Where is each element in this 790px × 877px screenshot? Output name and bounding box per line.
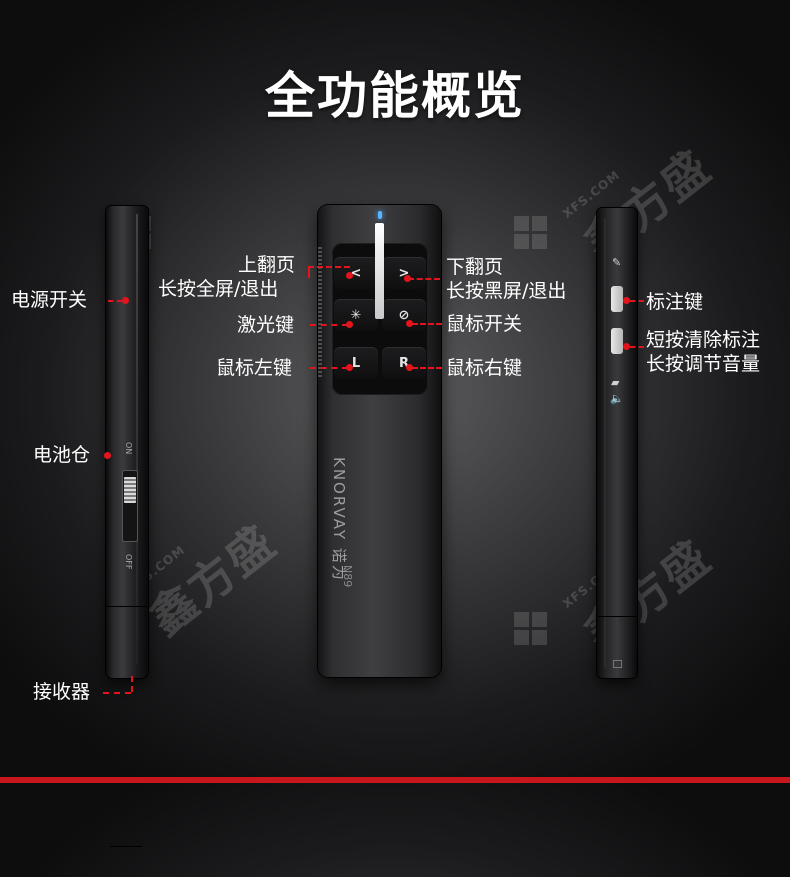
switch-on-text: ON xyxy=(124,442,133,455)
switch-knob[interactable] xyxy=(124,477,136,503)
marker-laser-key xyxy=(346,321,353,328)
battery-seam xyxy=(106,606,148,607)
watermark-left: XFS.COM 鑫方盛 xyxy=(125,496,288,648)
laser-icon: ✳ xyxy=(350,307,362,323)
page-down-key[interactable]: > xyxy=(382,257,426,289)
model-text: N89 xyxy=(341,565,354,588)
leader-clear xyxy=(630,346,644,348)
leader-power-switch xyxy=(108,300,122,302)
label-mouse-right: 鼠标右键 xyxy=(446,357,523,379)
label-page-down-1: 下翻页 xyxy=(446,256,504,278)
device-left-side: ON OFF xyxy=(106,206,148,847)
volume-icon: 🔈 xyxy=(610,392,624,405)
leader-mouse-left xyxy=(310,367,348,369)
label-page-up-2: 长按全屏/退出 xyxy=(158,278,279,300)
power-switch[interactable] xyxy=(122,470,138,542)
leader-page-up xyxy=(308,266,350,278)
mouse-left-key[interactable]: L xyxy=(334,347,378,379)
indicator-led xyxy=(378,211,382,219)
label-mouse-left: 鼠标左键 xyxy=(216,357,293,379)
leader-page-down xyxy=(408,278,440,280)
mouse-icon: ⊘ xyxy=(398,307,410,323)
side-rail xyxy=(604,218,606,668)
laser-key[interactable]: ✳ xyxy=(334,299,378,331)
leader-receiver-vertical xyxy=(131,676,133,692)
label-receiver: 接收器 xyxy=(33,681,91,703)
laser-window xyxy=(375,223,384,319)
label-mouse-switch: 鼠标开关 xyxy=(446,313,523,335)
bottom-stripe xyxy=(0,777,790,783)
receiver-cap xyxy=(110,846,142,877)
label-power-switch: 电源开关 xyxy=(11,289,88,311)
watermark-tiles-icon xyxy=(514,216,550,252)
side-rail xyxy=(136,214,138,664)
watermark-tiles-icon xyxy=(514,612,550,648)
label-page-up-1: 上翻页 xyxy=(238,254,296,276)
marker-page-up xyxy=(346,272,353,279)
housing-seam xyxy=(597,616,637,617)
label-battery: 电池仓 xyxy=(33,444,91,466)
eraser-icon: ▰ xyxy=(611,376,620,389)
marker-annotate-key xyxy=(623,297,630,304)
label-annotate-key: 标注键 xyxy=(646,291,704,313)
side-grip xyxy=(318,247,322,377)
switch-off-text: OFF xyxy=(124,554,133,570)
label-laser-key: 激光键 xyxy=(237,314,295,336)
annotate-button[interactable] xyxy=(611,286,623,312)
marker-page-down xyxy=(404,275,411,282)
marker-mouse-right xyxy=(406,364,413,371)
pen-icon: ✎ xyxy=(612,256,622,269)
marker-battery xyxy=(104,452,111,459)
marker-power-switch xyxy=(122,297,129,304)
label-page-down-2: 长按黑屏/退出 xyxy=(446,280,567,302)
marker-mouse-left xyxy=(346,364,353,371)
brand-text: KNORVAY 诺为 xyxy=(330,457,348,582)
leader-receiver xyxy=(103,692,131,694)
watermark-brand: 鑫方盛 xyxy=(139,514,286,646)
charging-port xyxy=(613,660,622,668)
marker-mouse-switch xyxy=(406,320,413,327)
page-up-key[interactable]: < xyxy=(334,257,378,289)
device-right-side: ✎ ▰ 🔈 xyxy=(597,208,637,678)
marker-clear xyxy=(623,343,630,350)
leader-mouse-right xyxy=(412,367,442,369)
label-clear-1: 短按清除标注 xyxy=(646,329,761,351)
leader-mouse-switch xyxy=(412,323,442,325)
page-title: 全功能概览 xyxy=(265,67,525,125)
watermark-top: XFS.COM 鑫方盛 xyxy=(560,121,723,273)
leader-laser-key xyxy=(310,324,348,326)
leader-annotate-key xyxy=(630,300,644,302)
watermark-bottom: XFS.COM 鑫方盛 xyxy=(560,511,723,663)
label-clear-2: 长按调节音量 xyxy=(646,353,761,375)
clear-volume-button[interactable] xyxy=(611,328,623,354)
mouse-right-key[interactable]: R xyxy=(382,347,426,379)
mouse-switch-key[interactable]: ⊘ xyxy=(382,299,426,331)
